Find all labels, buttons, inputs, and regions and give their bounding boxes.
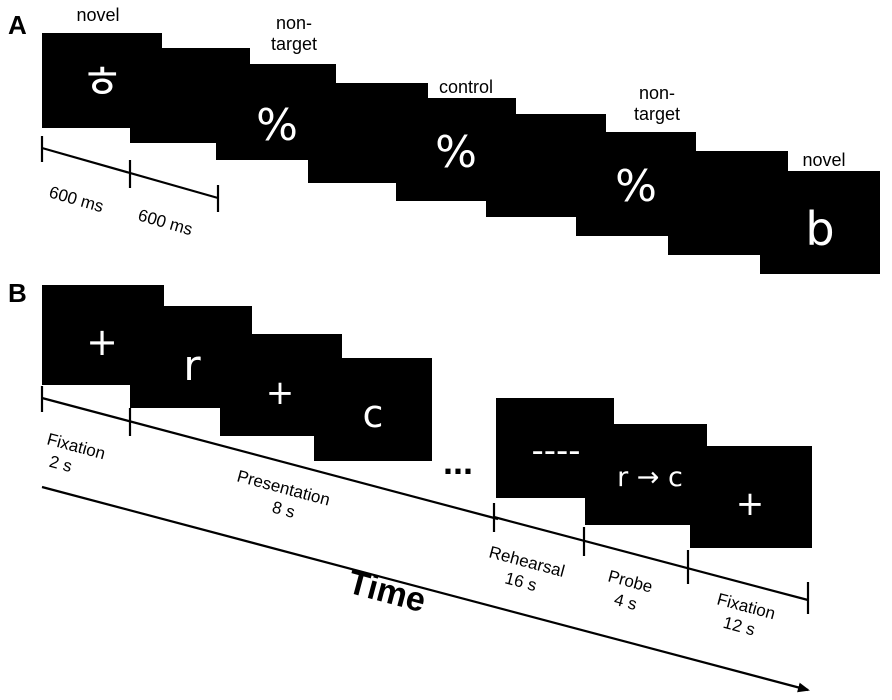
stimulus-frame-a9 [760, 171, 880, 274]
stimulus-symbol-b2: r [183, 341, 201, 390]
stimulus-symbol-b7: + [736, 484, 765, 524]
phase-label-fixation-2: Fixation 12 s [710, 590, 782, 645]
phase-label-rehearsal: Rehearsal 16 s [482, 543, 572, 603]
stimulus-label-a7: non-target [634, 83, 680, 124]
phase-duration-presentation: 8 s [270, 498, 297, 522]
label-line: non- [639, 83, 675, 103]
stimulus-symbol-a9: b [805, 202, 834, 256]
stimulus-symbol-a3: % [256, 100, 298, 151]
duration-label-a1: 600 ms [47, 183, 106, 217]
phase-duration-fixation-1: 2 s [47, 452, 74, 476]
phase-label-presentation: Presentation 8 s [230, 467, 337, 532]
stimulus-frame-b6 [585, 424, 707, 525]
stimulus-frame-b7 [690, 446, 812, 548]
stimulus-symbol-a7: % [615, 161, 657, 212]
duration-label-a2: 600 ms [136, 206, 195, 240]
stimulus-symbol-b4: c [363, 392, 384, 436]
stimulus-label-a3: non-target [271, 13, 317, 54]
phase-label-fixation-1: Fixation 2 s [40, 430, 112, 485]
panel-a-letter: A [8, 10, 27, 40]
stimulus-symbol-a5: % [435, 127, 477, 178]
stimulus-frame-b4 [314, 358, 432, 461]
stimulus-symbol-b5: ---- [531, 431, 580, 471]
stimulus-label-a9: novel [802, 150, 845, 170]
time-axis-label: Time [344, 563, 430, 620]
time-arrow [41, 485, 810, 693]
stimulus-symbol-b1: + [86, 320, 118, 364]
phase-label-probe: Probe 4 s [601, 567, 660, 619]
stimulus-symbol-b3: + [266, 373, 295, 413]
label-line: target [271, 34, 317, 54]
panel-b-letter: B [8, 278, 27, 308]
stimulus-symbol-a1: ㅎ [81, 55, 123, 109]
ellipsis: ... [443, 441, 473, 482]
panel-a: A ㅎ % % % b novel non-target control non… [8, 5, 880, 274]
phase-name-probe: Probe [606, 567, 655, 597]
phase-duration-probe: 4 s [612, 590, 639, 614]
timing-axis-b2 [493, 515, 809, 602]
panel-b: B + r + c ... ---- r → c + Fixation 2 s [8, 278, 812, 693]
timing-axis-b1 [41, 396, 499, 521]
stimulus-label-a1: novel [76, 5, 119, 25]
stimulus-label-a5: control [439, 77, 493, 97]
label-line: non- [276, 13, 312, 33]
label-line: target [634, 104, 680, 124]
stimulus-symbol-b6: r → c [617, 462, 683, 493]
